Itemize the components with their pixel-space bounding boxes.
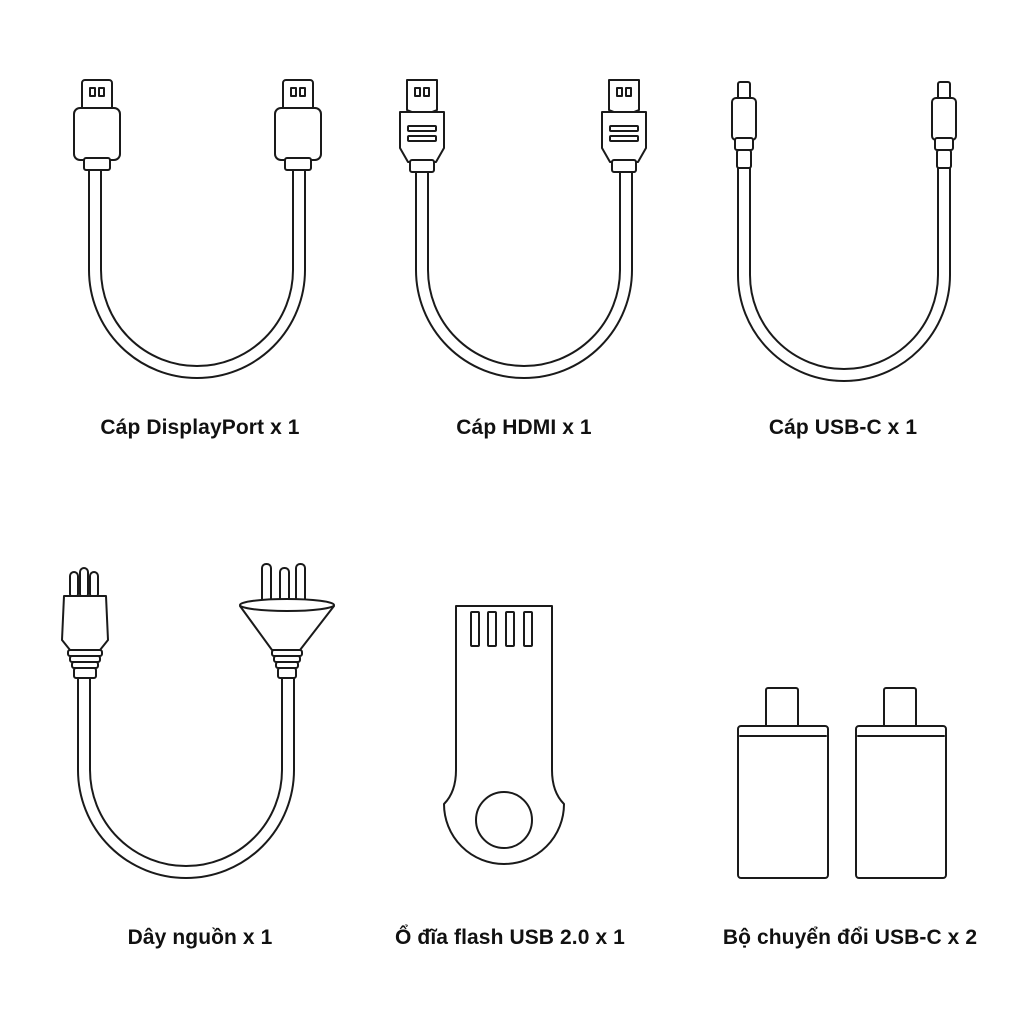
accessory-usb-c-cable: Cáp USB-C x 1 <box>680 0 1019 460</box>
displayport-label: Cáp DisplayPort x 1 <box>100 416 300 439</box>
usb-c-cable-label: Cáp USB-C x 1 <box>768 416 918 439</box>
hdmi-label: Cáp HDMI x 1 <box>456 416 592 439</box>
accessory-hdmi: Cáp HDMI x 1 <box>340 0 680 460</box>
accessory-usb-c-adapter: Bộ chuyển đổi USB-C x 2 <box>680 500 1019 970</box>
flash-drive-label: Ổ đĩa flash USB 2.0 x 1 <box>395 926 625 949</box>
accessory-displayport: Cáp DisplayPort x 1 <box>0 0 340 460</box>
usb-c-cable-icon <box>731 81 957 382</box>
accessory-flash-drive: Ổ đĩa flash USB 2.0 x 1 <box>340 500 680 970</box>
usb-c-adapter-icon <box>737 687 947 879</box>
usb-c-adapter-label: Bộ chuyển đổi USB-C x 2 <box>722 926 978 949</box>
power-cord-label: Dây nguồn x 1 <box>127 926 273 949</box>
displayport-cable-icon <box>73 79 322 379</box>
hdmi-cable-icon <box>399 79 647 379</box>
usb-flash-drive-icon <box>443 605 565 865</box>
power-cord-icon <box>61 563 335 879</box>
accessory-power-cord: Dây nguồn x 1 <box>0 500 340 970</box>
